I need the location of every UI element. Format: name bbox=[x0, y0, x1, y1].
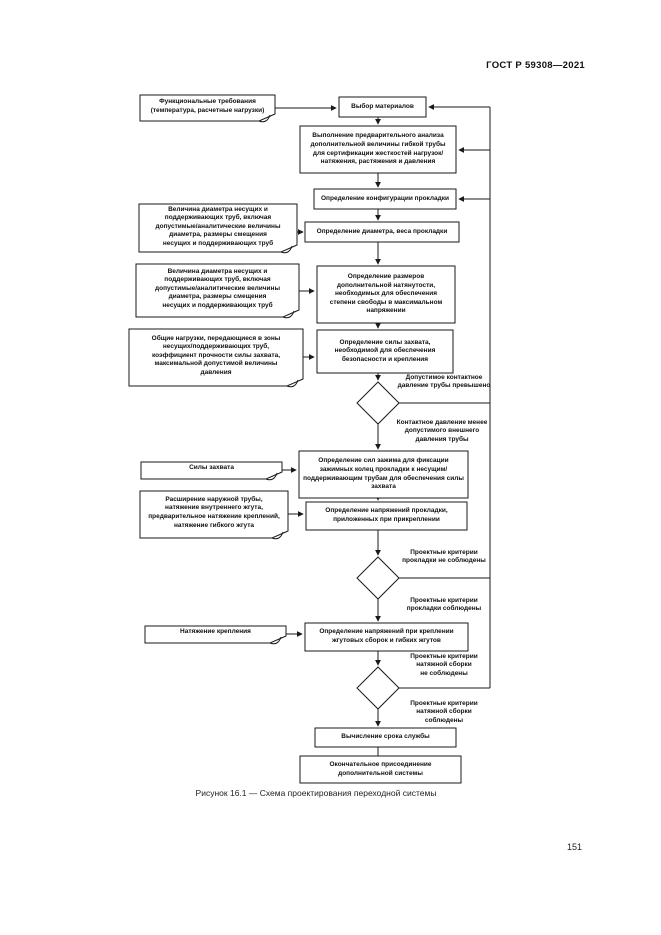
document-header: ГОСТ Р 59308—2021 bbox=[486, 60, 585, 71]
annotation-transferred-loads: Общие нагрузки, передающиеся в зоны несу… bbox=[151, 334, 281, 376]
connector-lines bbox=[275, 104, 491, 756]
decision-label-d3-fail: Проектные критерии натяжной сборки не со… bbox=[410, 653, 478, 677]
annotation-functional-requirements: Функциональные требования (температура, … bbox=[150, 98, 265, 114]
decision-label-d2-pass: Проектные критерии прокладки соблюдены bbox=[406, 597, 482, 613]
process-diameter-weight: Определение диаметра, веса прокладки bbox=[316, 227, 448, 235]
process-attachment-stresses: Определение напряжений при креплении жгу… bbox=[319, 628, 454, 644]
decision-label-d2-fail: Проектные критерии прокладки не соблюден… bbox=[402, 549, 486, 565]
process-service-life: Вычисление срока службы bbox=[341, 733, 430, 741]
process-preliminary-analysis: Выполнение предварительного анализа допо… bbox=[310, 132, 446, 166]
process-shapes bbox=[298, 96, 469, 784]
figure-caption: Рисунок 16.1 — Схема проектирования пере… bbox=[195, 788, 437, 798]
annotation-pipe-properties: Расширение наружной трубы, натяжение вну… bbox=[148, 495, 280, 529]
annotation-grip-forces: Силы захвата bbox=[189, 464, 234, 472]
process-clamp-forces: Определение сил зажима для фиксации зажи… bbox=[303, 457, 464, 491]
process-additional-slack: Определение размеров дополнительной натя… bbox=[329, 273, 443, 315]
annotation-pipe-diameters-2: Величина диаметра несущих и поддерживающ… bbox=[155, 267, 280, 309]
process-grip-force: Определение силы захвата, необходимой дл… bbox=[334, 338, 436, 363]
annotation-pipe-diameters-1: Величина диаметра несущих и поддерживающ… bbox=[155, 205, 281, 247]
page-number: 151 bbox=[566, 842, 582, 852]
annotation-attachment-tension: Натяжение крепления bbox=[180, 628, 251, 636]
process-material-selection: Выбор материалов bbox=[351, 102, 414, 110]
decision-label-d3-pass: Проектные критерии натяжной сборки соблю… bbox=[410, 700, 478, 724]
process-configuration: Определение конфигурации прокладки bbox=[321, 194, 449, 202]
annotation-shapes bbox=[128, 94, 304, 645]
decision-shapes bbox=[356, 381, 400, 710]
decision-label-d1-fail: Допустимое контактное давление трубы пре… bbox=[397, 374, 491, 390]
decision-label-d1-pass: Контактное давление менее допустимого вн… bbox=[396, 419, 488, 443]
process-lay-stresses: Определение напряжений прокладки, прилож… bbox=[325, 507, 448, 523]
process-final-attachment: Окончательное присоединение дополнительн… bbox=[329, 760, 432, 777]
